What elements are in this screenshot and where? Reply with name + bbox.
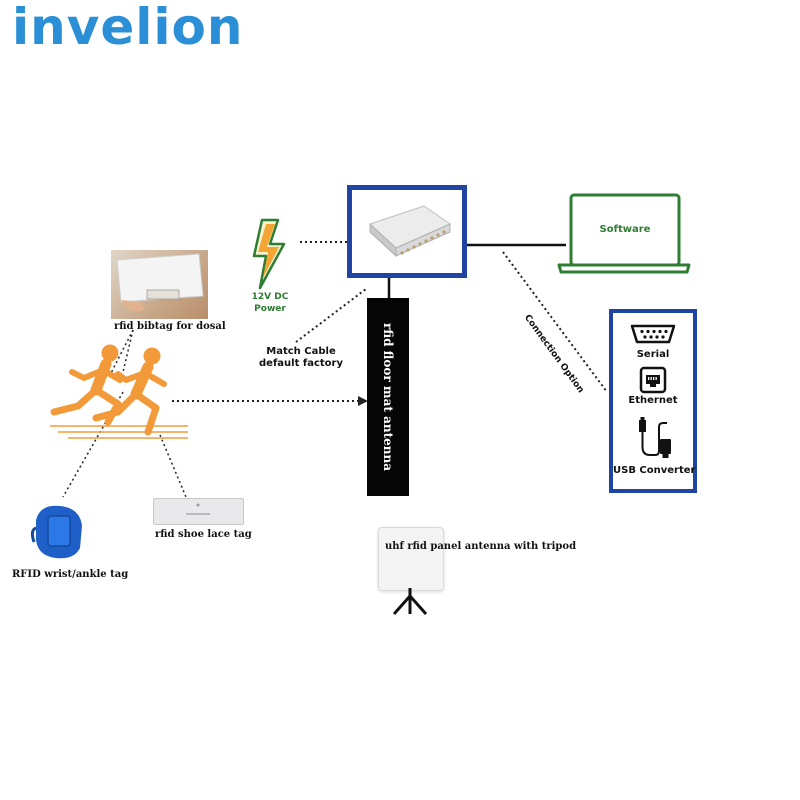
floor-mat-label: rfid floor mat antenna — [381, 323, 395, 471]
match-cable-line1: Match Cable — [266, 346, 336, 357]
ethernet-label: Ethernet — [628, 395, 678, 406]
runners-icon — [50, 344, 188, 439]
match-cable-label: Match Cable default factory — [256, 346, 346, 370]
software-label: Software — [599, 224, 651, 235]
serial-label: Serial — [636, 349, 670, 360]
serial-port-icon — [630, 324, 676, 344]
panel-antenna-label: uhf rfid panel antenna with tripod — [385, 541, 577, 552]
shoe-tag-detail — [186, 503, 210, 515]
tripod-icon — [392, 588, 428, 615]
bibtag-label: rfid bibtag for dosal — [114, 321, 226, 332]
usb-converter-label: USB Converter — [613, 465, 696, 476]
power-subtitle: Power — [254, 304, 286, 314]
laptop-icon — [557, 193, 691, 274]
invelion-logo: invelion — [12, 0, 244, 56]
bibtag-photo — [111, 250, 208, 319]
connection-option-line — [502, 251, 608, 393]
lightning-bolt-icon — [252, 218, 286, 290]
floor-mat-antenna: rfid floor mat antenna — [367, 298, 409, 496]
arrow-head-icon — [358, 396, 368, 406]
wrist-tag-label: RFID wrist/ankle tag — [12, 569, 129, 580]
bibtag-line-2 — [122, 329, 134, 373]
rfid-reader-frame — [347, 185, 467, 278]
shoe-tag-label: rfid shoe lace tag — [155, 529, 252, 540]
usb-converter-icon — [639, 417, 671, 458]
match-cable-line2: default factory — [259, 358, 343, 369]
shoe-tag-line — [159, 434, 187, 498]
bibtag-line-1 — [109, 329, 134, 376]
power-title: 12V DC — [251, 292, 289, 302]
connection-options-panel: Serial Ethernet USB Converter — [609, 309, 697, 493]
power-label: 12V DC Power — [240, 291, 300, 315]
bibtag-icon — [116, 253, 204, 312]
wrist-tag-icon — [30, 505, 82, 559]
rfid-reader-icon — [369, 205, 452, 258]
ethernet-port-icon — [639, 366, 667, 394]
match-cable-line — [295, 288, 367, 343]
shoe-lace-tag-icon — [153, 498, 244, 525]
panel-antenna-icon — [378, 527, 444, 591]
